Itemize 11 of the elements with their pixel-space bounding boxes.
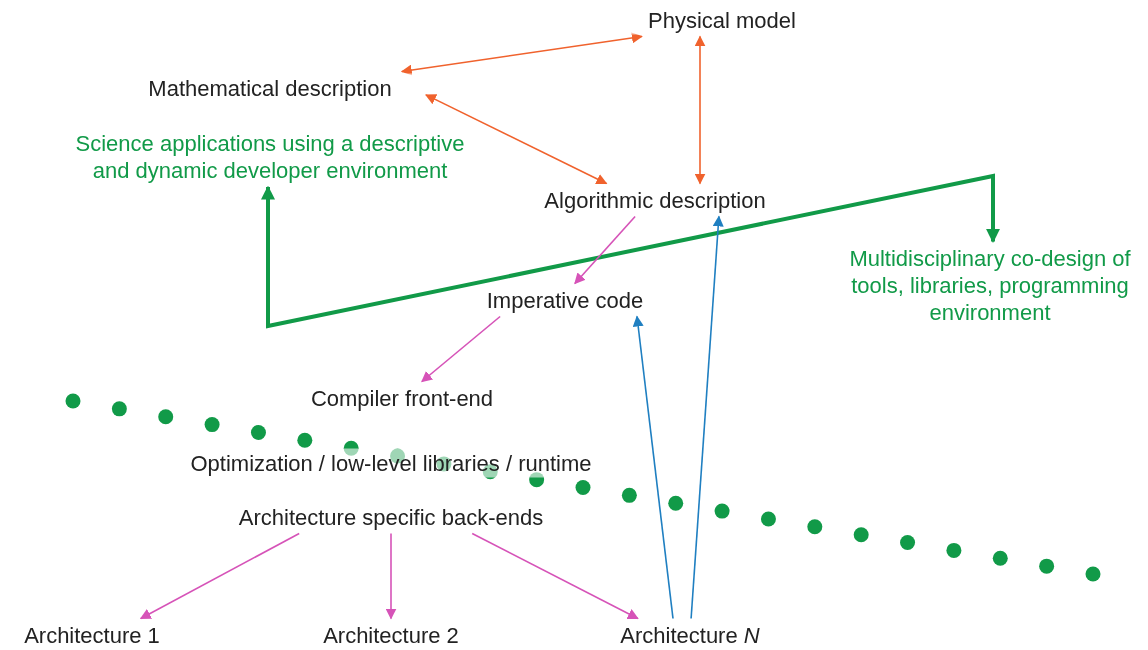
arrow	[400, 32, 643, 76]
arrow	[694, 35, 706, 185]
arrow	[574, 215, 636, 285]
arrow	[139, 532, 300, 620]
arrow	[690, 215, 724, 620]
arrow	[632, 315, 674, 620]
arrow	[385, 532, 397, 620]
arrow	[425, 94, 608, 185]
arrow	[471, 532, 639, 620]
arrow	[421, 315, 501, 383]
arrow	[261, 173, 1000, 329]
